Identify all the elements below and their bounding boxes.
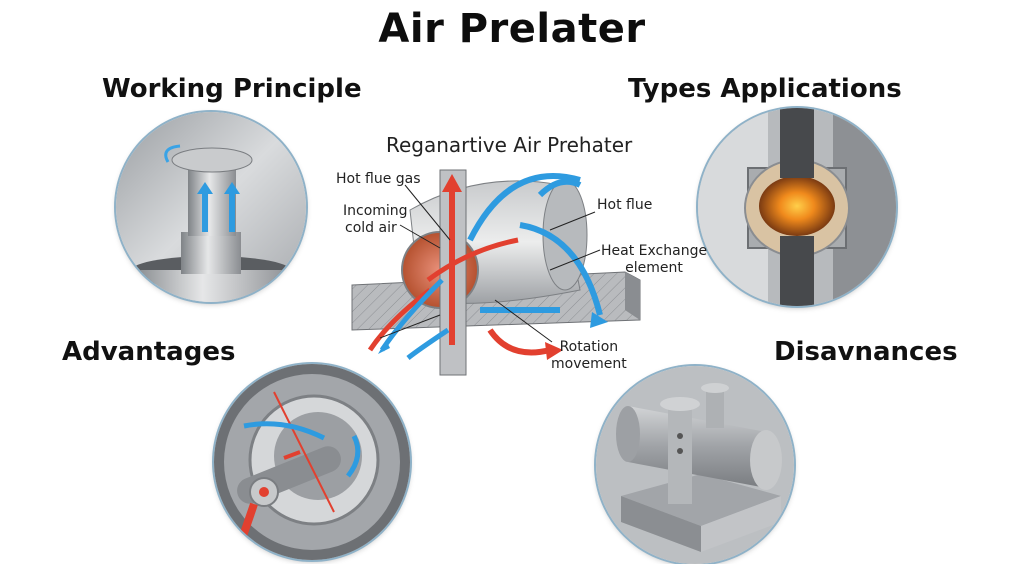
callout-incoming-cold-air: Incoming cold air — [343, 203, 408, 237]
callout-rotation-movement: Rotation movement — [551, 339, 627, 373]
callout-rotation-line1: Rotation — [559, 339, 619, 355]
callout-hot-flue-gas: Hot flue gas — [336, 171, 421, 187]
regenerative-air-preheater-diagram — [351, 169, 641, 376]
callout-heat-exchange-element: Heat Exchange element — [601, 243, 707, 277]
callout-heatex-line1: Heat Exchange — [601, 243, 708, 259]
callout-incoming-line1: Incoming — [343, 203, 408, 219]
finned-cylinder-icon — [596, 366, 794, 564]
callout-rotation-line2: movement — [551, 356, 627, 372]
heading-working-principle: Working Principle — [102, 74, 362, 104]
types-applications-image — [698, 108, 896, 306]
working-principle-image — [116, 112, 306, 302]
callout-heatex-line2: element — [625, 260, 683, 276]
rotating-drum-icon — [214, 364, 410, 560]
fire-core-cross-section-icon — [698, 108, 896, 306]
disadvantages-image — [596, 366, 794, 564]
heading-advantages: Advantages — [62, 337, 236, 367]
callout-hot-flue: Hot flue — [597, 197, 653, 213]
callout-incoming-line2: cold air — [345, 220, 397, 236]
heading-types-applications: Types Applications — [628, 74, 902, 104]
page-title: Air Prelater — [378, 6, 646, 52]
diagram-title: Reganartive Air Prehater — [386, 133, 633, 157]
preheater-cylinder-icon — [116, 112, 306, 302]
heading-disadvantages: Disavnances — [774, 337, 958, 367]
advantages-image — [214, 364, 410, 560]
